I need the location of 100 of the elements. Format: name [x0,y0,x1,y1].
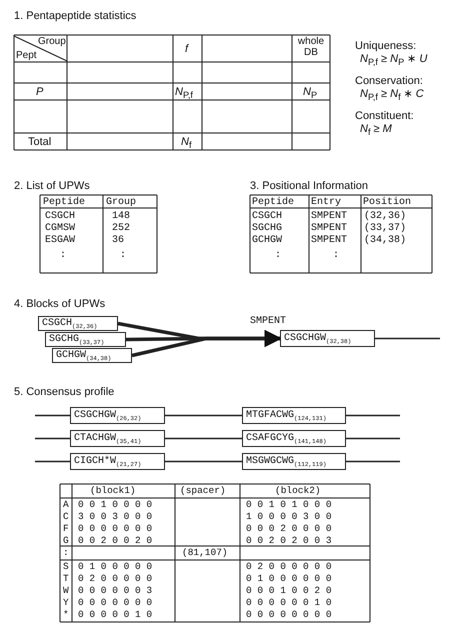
criterion-name: Conservation: [355,75,423,88]
table-value: 252 [112,223,130,234]
table-value: 0 0 0 0 0 0 3 [78,586,152,596]
formula: N$_{P,f}$ ≥ N$_{f}$ ∗ C [360,88,424,102]
row-header: Y [63,598,69,608]
table-value: SMPENT [311,223,348,234]
block-sequence: CSGCHGW [74,410,116,420]
table-value: SMPENT [311,235,348,246]
sequence-block [45,332,126,347]
block-sequence: MSGWGCWG [246,456,294,466]
formula: N$_{f}$ ≥ M [360,123,392,138]
table-value: 0 0 0 0 0 0 0 0 [246,610,332,620]
table-value: CSGCH [45,211,76,222]
column-header: whole DB [296,36,326,58]
sequence-block [280,330,375,347]
arrow [132,330,282,358]
table-value: 0 0 0 0 0 0 0 [78,598,152,608]
column-header: Group [106,197,136,208]
sequence-block [70,407,165,424]
column-header: Peptide [43,197,86,208]
table-value: 0 1 0 0 0 0 0 0 [246,574,332,584]
row-header: W [63,586,69,596]
table-value: 0 0 2 0 0 2 0 [78,536,152,546]
table-value: (32,36) [364,211,406,222]
sequence-block [70,430,165,447]
table-value: CGMSW [45,223,76,234]
table-value: ESGAW [45,235,76,246]
sequence-name: SMPENT [250,316,286,327]
connector-line [165,438,242,440]
table-value: 0 0 1 0 1 0 0 0 [246,500,332,510]
column-header: (spacer) [180,486,226,496]
row-header: T [63,574,69,584]
row-header: C [63,512,69,522]
table-value: 0 0 0 0 0 0 1 0 [246,598,332,608]
block-sequence: SGCHG [49,334,80,344]
table-value: (34,38) [364,235,406,246]
row-header: S [63,562,69,572]
table-value: GCHGW [252,235,282,246]
connector-line [165,460,242,462]
table-value: CSGCH [252,211,282,222]
block-sequence: GCHGW [56,350,86,360]
ellipsis: : [120,250,126,261]
row-header: F [63,524,69,534]
table-value: N$_{P,f}$ [175,86,193,100]
block-sequence: CIGCH*W [74,456,116,466]
table-value: (33,37) [364,223,406,234]
table-value: N$_{P}$ [303,86,318,100]
column-header: (block2) [275,486,321,496]
table-value: 1 0 0 0 0 3 0 0 [246,512,332,522]
criterion-name: Constituent: [355,110,414,122]
table-value: SMPENT [311,211,348,222]
spacer-range: (81,107) [182,548,228,558]
table-value: 0 1 0 0 0 0 0 [78,562,152,572]
block-sequence: MTGFACWG [246,410,294,420]
row-header: * [63,610,69,620]
section-heading: 2. List of UPWs [14,180,90,192]
sequence-block [242,453,346,470]
ellipsis: : [275,250,282,261]
sequence-block [70,453,165,470]
row-header: A [63,500,69,510]
column-header: f [185,43,188,56]
block-sequence: CSGCHGW [284,334,326,344]
table-value: 148 [112,211,130,222]
table-value: 0 2 0 0 0 0 0 [78,574,152,584]
row-header: Total [28,136,52,148]
section-heading: 4. Blocks of UPWs [14,298,106,310]
ellipsis: : [60,250,66,261]
column-header: Group [38,36,66,47]
section-heading: 1. Pentapeptide statistics [14,10,136,22]
sequence-block [52,348,132,363]
table-value: 0 2 0 0 0 0 0 0 [246,562,332,572]
formula: N$_{P,f}$ ≥ N$_{P}$ ∗ U [360,53,428,68]
table-value: 0 0 0 0 0 1 0 [78,610,152,620]
column-header: Entry [311,197,342,208]
block-sequence: CSGCH [42,318,72,328]
table-value: SGCHG [252,223,282,234]
column-header: Peptide [252,197,294,208]
table-value: 3 0 0 3 0 0 0 [78,512,152,522]
table-value: N$_{f}$ [181,136,192,150]
ellipsis: : [333,250,340,261]
block-sequence: CSAFGCYG [246,434,294,444]
section-heading: 3. Positional Information [250,180,368,192]
row-header: Pept [16,50,37,61]
table-value: 0 0 0 1 0 0 2 0 [246,586,332,596]
sequence-block [38,316,118,331]
table-value: 36 [112,235,124,246]
criterion-name: Uniqueness: [355,40,416,52]
column-header: (block1) [90,486,136,496]
block-sequence: CTACHGW [74,434,116,444]
row-header: P [36,86,44,98]
sequence-block [242,430,346,447]
table-value: 0 0 2 0 2 0 0 3 [246,536,332,546]
sequence-block [242,407,346,424]
table-value: 0 0 1 0 0 0 0 [78,500,152,510]
section-heading: 5. Consensus profile [14,386,114,398]
ellipsis: : [63,548,69,558]
row-header: G [63,536,69,546]
connector-line [165,414,242,416]
table-value: 0 0 0 0 0 0 0 [78,524,152,534]
table-value: 0 0 0 2 0 0 0 0 [246,524,332,534]
